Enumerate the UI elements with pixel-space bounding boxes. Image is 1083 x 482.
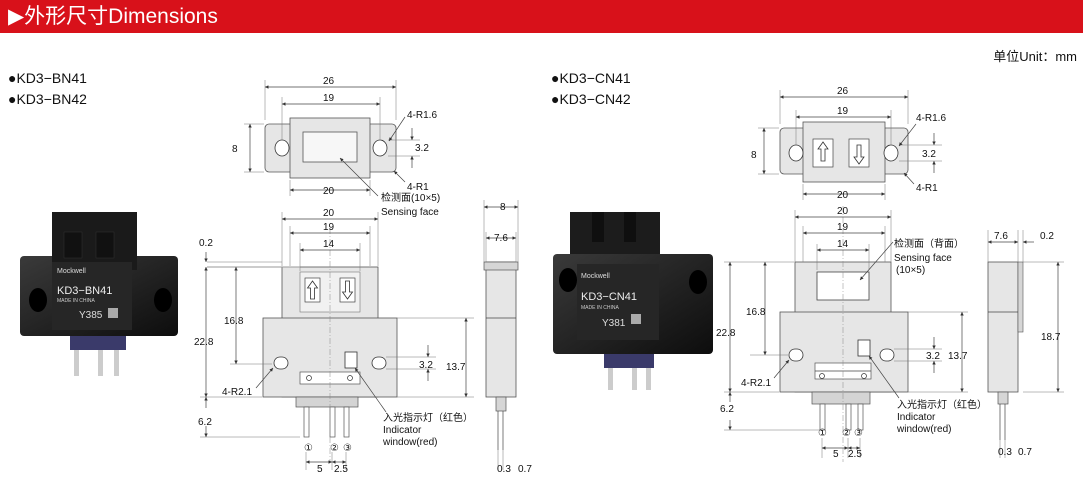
left-photo-code: Y385 [79,310,103,321]
right-photo-code: Y381 [602,318,626,329]
left-photo-model: KD3−BN41 [57,285,112,297]
left-pin-2: ② [330,443,339,454]
left-pin-3: ③ [343,443,352,454]
left-front-dim-228: 22.8 [194,337,214,348]
left-side-dim-07: 0.7 [518,464,532,475]
right-top-dim-8: 8 [751,150,757,161]
left-front-dim-62: 6.2 [198,417,212,428]
right-photo-made: MADE IN CHINA [581,305,619,311]
right-side-dim-76: 7.6 [994,231,1008,242]
unit-label: 单位Unit：mm [993,49,1077,64]
left-model-2: ●KD3−BN42 [8,91,87,107]
left-indicator-en2: window(red) [382,437,437,448]
right-front-dim-14: 14 [837,239,849,250]
left-sensing-cn: 检测面(10×5) [381,191,440,204]
left-top-dim-32: 3.2 [415,143,429,154]
left-product-photo: Mockwell KD3−BN41 MADE IN CHINA Y385 [20,212,178,376]
left-top-dim-20: 20 [323,186,335,197]
right-front-view: 20 19 14 16.8 22.8 6.2 13.7 3.2 4-R2.1 检… [716,206,987,462]
right-top-dim-26: 26 [837,86,849,97]
left-side-dim-8: 8 [500,202,506,213]
right-side-dim-187: 18.7 [1041,332,1061,343]
right-side-view: 7.6 0.2 18.7 0.3 0.7 [987,230,1064,458]
left-side-view: 8 7.6 0.3 0.7 [483,200,532,475]
left-front-r21: 4-R2.1 [222,387,252,398]
right-front-dim-228: 22.8 [716,328,736,339]
right-pin-1: ① [818,428,827,439]
right-side-dim-02: 0.2 [1040,231,1054,242]
right-model-2: ●KD3−CN42 [551,91,631,107]
left-front-dim-137: 13.7 [446,362,466,373]
left-front-dim-168: 16.8 [224,316,244,327]
right-top-r1: 4-R1 [916,183,938,194]
right-top-dim-32: 3.2 [922,149,936,160]
right-indicator-en2: window(red) [896,424,951,435]
right-pitch-5: 5 [833,449,839,460]
right-top-r16: 4-R1.6 [916,113,946,124]
right-front-dim-62: 6.2 [720,404,734,415]
right-sensing-en: Sensing face [894,253,952,264]
right-side-dim-03: 0.3 [998,447,1012,458]
right-photo-model: KD3−CN41 [581,291,637,303]
left-pitch-25: 2.5 [334,464,348,475]
left-top-dim-19: 19 [323,93,335,104]
right-product-photo: Mockwell KD3−CN41 MADE IN CHINA Y381 [553,212,713,390]
right-pitch-25: 2.5 [848,449,862,460]
right-top-view: 26 19 8 20 3.2 4-R1.6 4-R1 [751,86,946,201]
right-sensing-size: (10×5) [896,265,925,276]
left-sensing-en: Sensing face [381,207,439,218]
left-front-dim-20: 20 [323,208,335,219]
left-side-dim-76: 7.6 [494,233,508,244]
left-top-dim-26: 26 [323,76,335,87]
left-front-dim-02: 0.2 [199,238,213,249]
left-pin-1: ① [304,443,313,454]
left-model-1: ●KD3−BN41 [8,70,87,86]
section-header: ▶外形尺寸Dimensions [0,0,1083,33]
right-pin-2: ② [842,428,851,439]
left-front-dim-19: 19 [323,222,335,233]
right-model-1: ●KD3−CN41 [551,70,631,86]
right-front-dim-32: 3.2 [926,351,940,362]
left-front-dim-14: 14 [323,239,335,250]
right-front-dim-20: 20 [837,206,849,217]
left-side-dim-03: 0.3 [497,464,511,475]
right-front-r21: 4-R2.1 [741,378,771,389]
right-top-dim-19: 19 [837,106,849,117]
section-title: ▶外形尺寸Dimensions [8,5,218,28]
right-indicator-cn: 入光指示灯（红色） [897,398,987,411]
left-front-view: 20 19 14 0.2 16.8 22.8 6.2 13.7 3.2 4-R2… [194,208,474,475]
left-top-r16: 4-R1.6 [407,110,437,121]
left-photo-brand: Mockwell [57,268,86,275]
right-indicator-en1: Indicator [897,412,936,423]
left-indicator-en1: Indicator [383,425,422,436]
right-pin-3: ③ [854,428,863,439]
left-top-dim-8: 8 [232,144,238,155]
left-pitch-5: 5 [317,464,323,475]
right-front-dim-168: 16.8 [746,307,766,318]
left-top-view: 26 19 8 20 3.2 4-R1.6 4-R1 检测面(10×5) Sen… [232,76,440,218]
right-side-dim-07: 0.7 [1018,447,1032,458]
left-photo-made: MADE IN CHINA [57,298,95,304]
left-front-dim-32: 3.2 [419,360,433,371]
right-front-dim-137: 13.7 [948,351,968,362]
right-sensing-cn: 检测面（背面） [894,237,964,250]
right-front-dim-19: 19 [837,222,849,233]
right-top-dim-20: 20 [837,190,849,201]
left-indicator-cn: 入光指示灯（红色） [383,411,473,424]
left-top-r1: 4-R1 [407,182,429,193]
right-photo-brand: Mockwell [581,273,610,280]
